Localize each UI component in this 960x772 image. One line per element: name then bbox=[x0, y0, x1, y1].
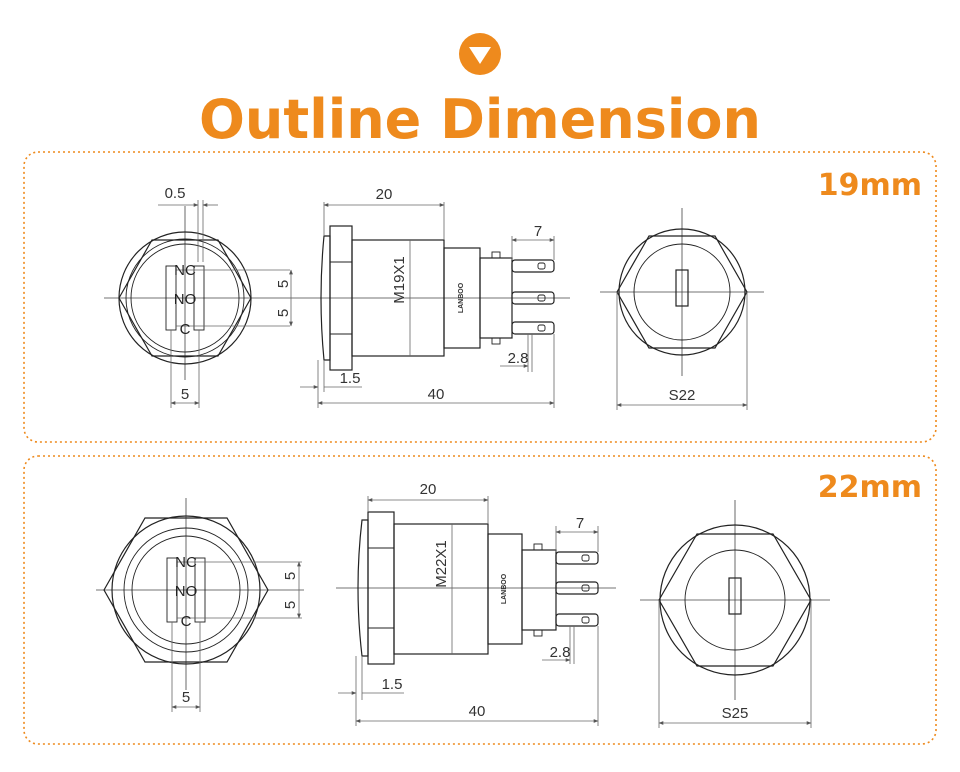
bezel-flange bbox=[320, 235, 331, 361]
terminal-3 bbox=[511, 321, 555, 335]
rear-tab-bot bbox=[533, 629, 543, 637]
switch-rear bbox=[521, 549, 557, 631]
terminal-hole-3 bbox=[581, 616, 590, 624]
rear-view-19: S22 bbox=[600, 208, 764, 410]
dim-gap-bot: 5 bbox=[275, 309, 292, 317]
bezel-ring bbox=[123, 527, 249, 653]
front-view-19: NC NO C 0.5 5 5 5 bbox=[104, 185, 300, 408]
terminal-1 bbox=[555, 551, 599, 565]
dim-pin-len: 7 bbox=[576, 515, 584, 532]
rear-tab-top bbox=[533, 543, 543, 551]
panel-22mm-size-label: 22mm bbox=[818, 470, 922, 505]
rear-view-22: S25 bbox=[640, 500, 830, 728]
terminal-1 bbox=[511, 259, 555, 273]
panel-19mm-size-label: 19mm bbox=[818, 168, 922, 203]
dim-gap-top: 5 bbox=[282, 572, 299, 580]
chevron-down-icon bbox=[469, 47, 491, 64]
pin-label-nc: NC bbox=[174, 262, 196, 279]
pin-label-no: NO bbox=[174, 291, 197, 308]
pin-label-c: C bbox=[181, 613, 192, 630]
rear-outer bbox=[659, 524, 811, 676]
dim-pin-len: 7 bbox=[534, 223, 542, 240]
rear-outer bbox=[618, 228, 746, 356]
dim-pin-spacing: 5 bbox=[182, 689, 190, 706]
pin-label-nc: NC bbox=[175, 554, 197, 571]
terminal-2 bbox=[511, 291, 555, 305]
rear-inner bbox=[684, 549, 786, 651]
terminal-hole-1 bbox=[581, 554, 590, 562]
terminal-hole-2 bbox=[537, 294, 546, 302]
rear-tab-bot bbox=[491, 337, 501, 345]
bezel-flange bbox=[357, 519, 369, 657]
hex-nut-outline bbox=[103, 517, 269, 663]
page-title: Outline Dimension bbox=[199, 88, 761, 151]
dim-hex: S22 bbox=[669, 387, 696, 404]
front-view-22: NC NO C 5 5 5 bbox=[96, 498, 304, 712]
dim-0-5: 0.5 bbox=[165, 185, 186, 202]
bezel-inner bbox=[131, 535, 241, 645]
dim-flange: 1.5 bbox=[382, 676, 403, 693]
dim-gap-bot: 5 bbox=[282, 601, 299, 609]
dim-pin-w: 2.8 bbox=[508, 350, 529, 367]
pin-label-no: NO bbox=[175, 583, 198, 600]
dim-body-len: 20 bbox=[420, 481, 437, 498]
key-slot bbox=[675, 269, 689, 307]
bezel-outer bbox=[118, 231, 252, 365]
key-slot bbox=[728, 577, 742, 615]
terminal-3 bbox=[555, 613, 599, 627]
bezel-outer bbox=[111, 515, 261, 665]
terminal-hole-2 bbox=[581, 584, 590, 592]
dim-thread: M22X1 bbox=[433, 540, 450, 588]
brand-logo: LANBOO bbox=[501, 573, 508, 604]
dim-pin-w: 2.8 bbox=[550, 644, 571, 661]
terminal-2 bbox=[555, 581, 599, 595]
pin-label-c: C bbox=[180, 321, 191, 338]
panel-19mm-frame bbox=[23, 151, 937, 443]
dim-pin-spacing: 5 bbox=[181, 386, 189, 403]
bezel-inner bbox=[130, 243, 240, 353]
terminal-hole-1 bbox=[537, 262, 546, 270]
brand-logo: LANBOO bbox=[458, 282, 465, 313]
panel-22mm-frame bbox=[23, 455, 937, 745]
rear-tab-top bbox=[491, 251, 501, 259]
bezel-ring bbox=[125, 238, 245, 358]
dim-flange: 1.5 bbox=[340, 370, 361, 387]
dim-body-len: 20 bbox=[376, 186, 393, 203]
dim-hex: S25 bbox=[722, 705, 749, 722]
header-badge bbox=[459, 33, 501, 75]
dim-thread: M19X1 bbox=[391, 256, 408, 304]
dim-total-len: 40 bbox=[469, 703, 486, 720]
dim-gap-top: 5 bbox=[275, 280, 292, 288]
side-view-19: M19X1 LANBOO 20 7 2.8 1.5 bbox=[300, 186, 570, 408]
terminal-hole-3 bbox=[537, 324, 546, 332]
rear-inner bbox=[633, 243, 731, 341]
side-view-22: M22X1 LANBOO 20 7 2.8 1.5 bbox=[336, 481, 616, 726]
dim-total-len: 40 bbox=[428, 386, 445, 403]
